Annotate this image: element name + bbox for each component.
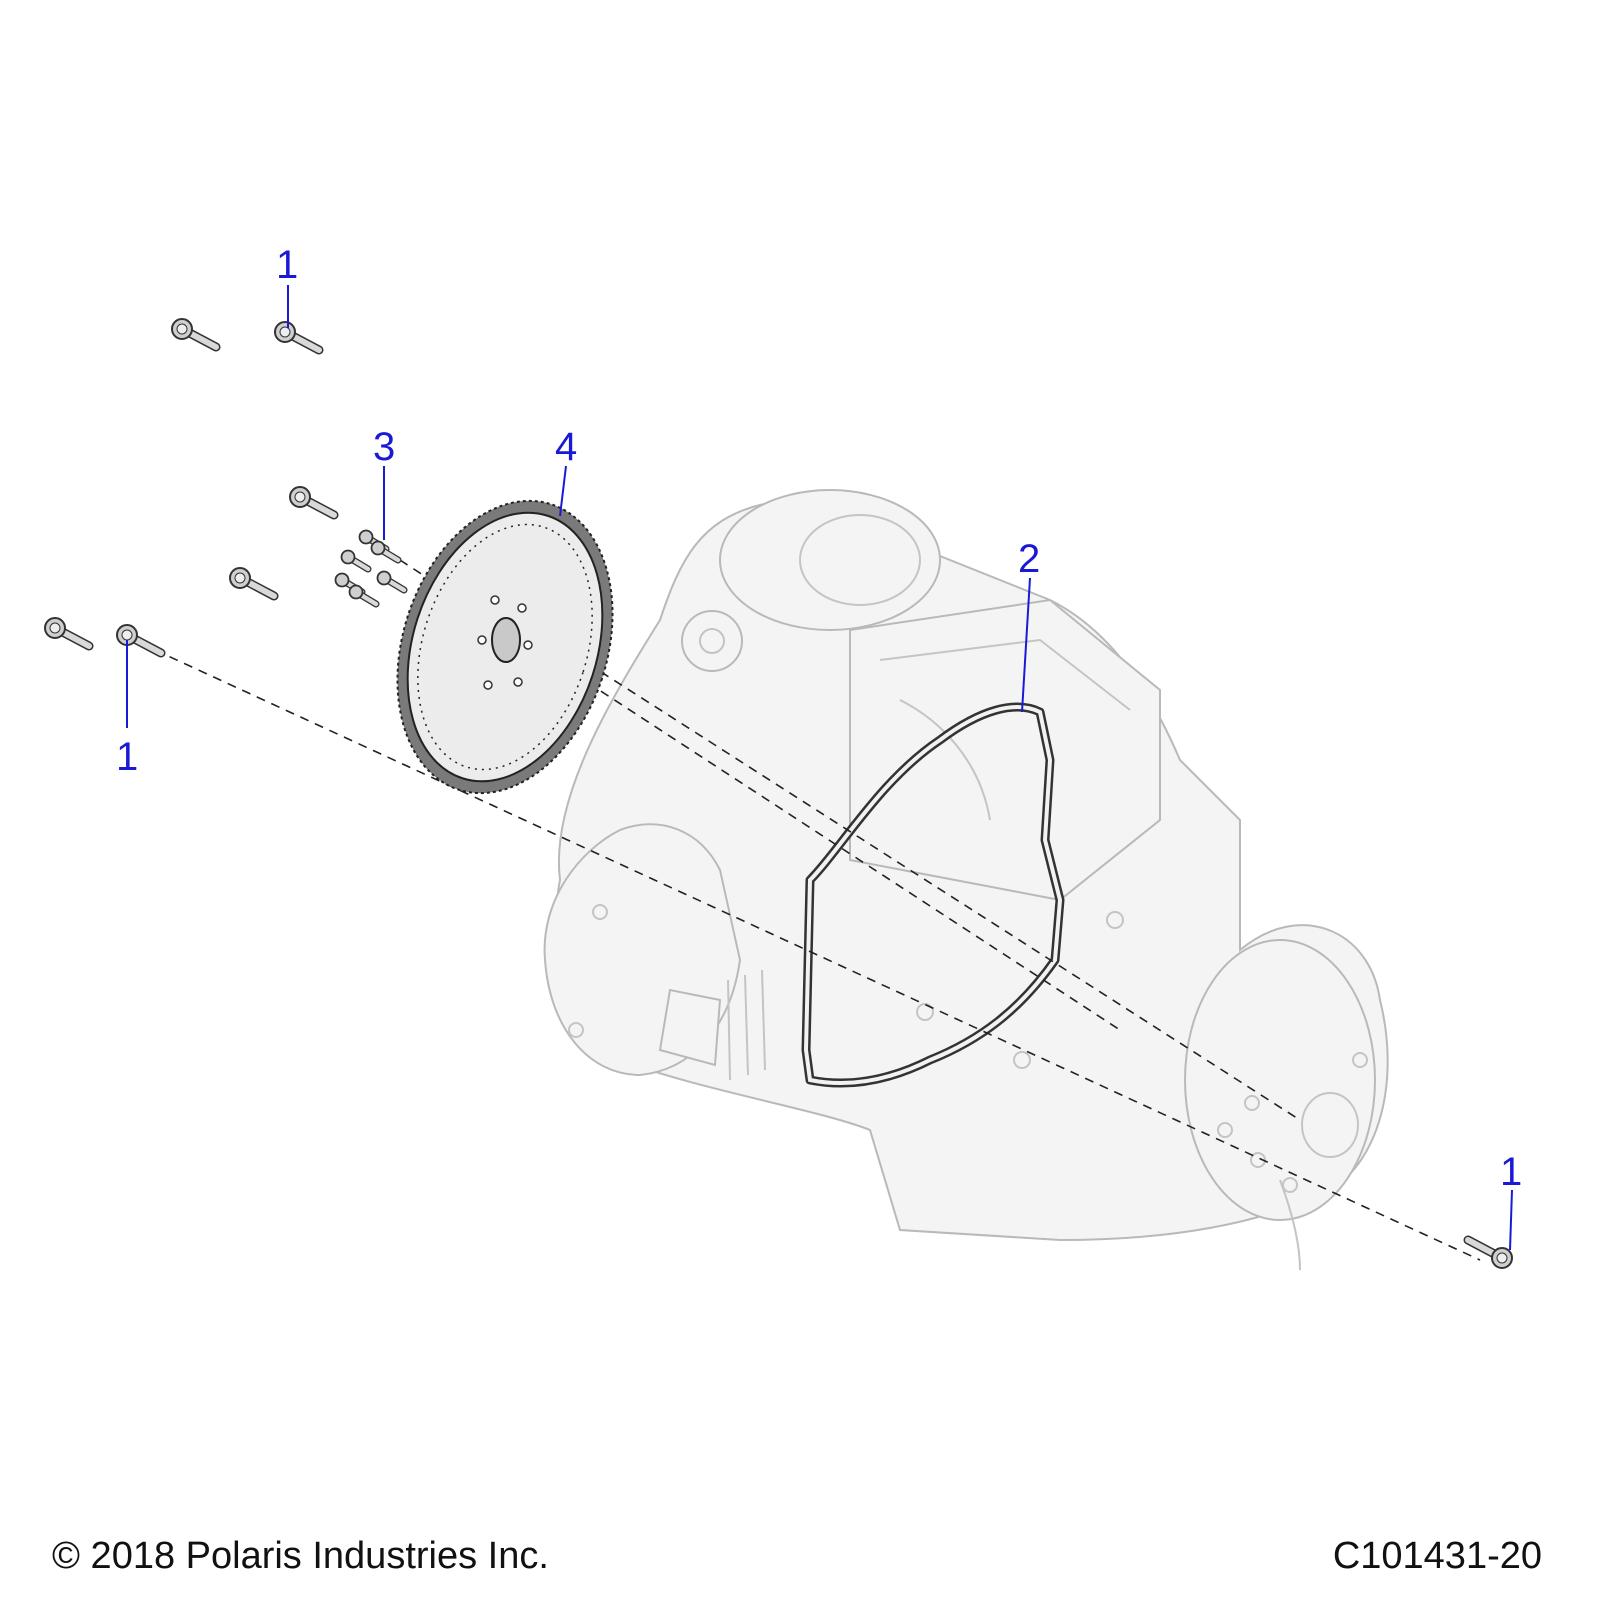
callout-1-left: 1: [116, 735, 138, 779]
callout-3: 3: [373, 425, 395, 469]
callout-4: 4: [555, 425, 577, 469]
callout-2: 2: [1018, 537, 1040, 581]
callout-leaders: [126, 285, 1513, 1251]
engine-ghost: [543, 489, 1389, 1271]
bolts-item-3[interactable]: [336, 531, 405, 605]
flywheel-ring-gear[interactable]: [362, 473, 649, 821]
drawing-number: C101431-20: [1332, 1535, 1542, 1577]
copyright-notice: © 2018 Polaris Industries Inc.: [52, 1535, 549, 1577]
callout-1-top: 1: [276, 243, 298, 287]
callout-1-right: 1: [1500, 1150, 1522, 1194]
alignment-lines: [154, 559, 1481, 1261]
